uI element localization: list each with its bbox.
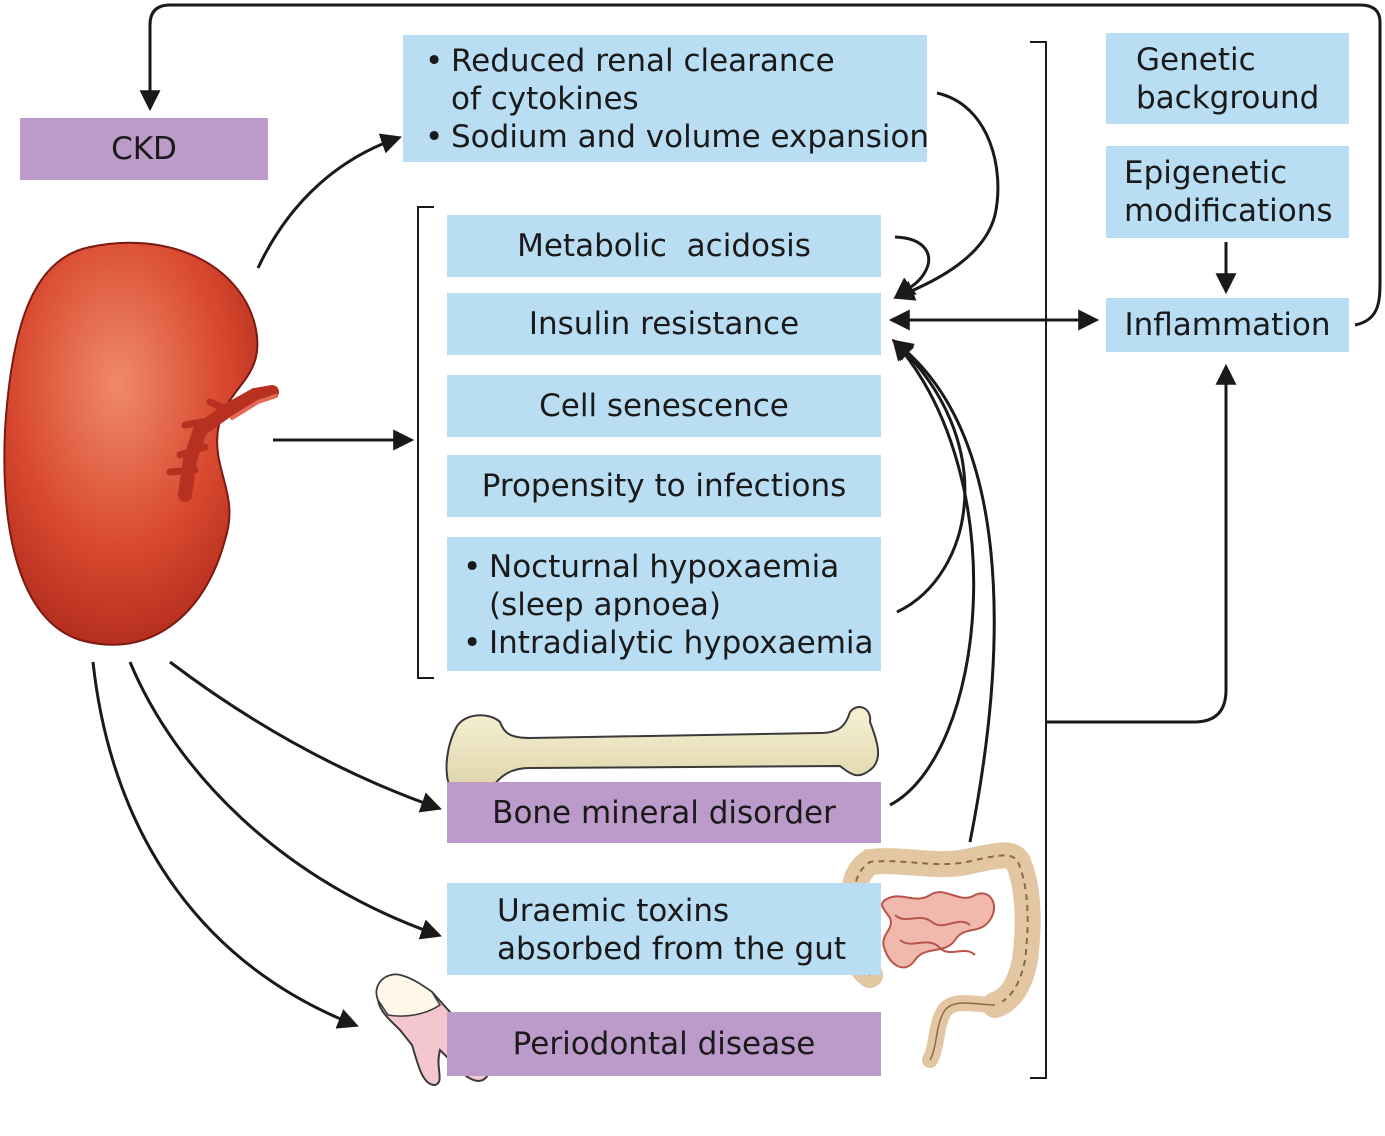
periodontal-label: Periodontal disease	[512, 1026, 816, 1062]
genetic-line-2: background	[1136, 80, 1320, 116]
right-bracket	[1030, 41, 1047, 1079]
metabolic-acidosis-box: Metabolic acidosis	[447, 215, 881, 277]
ckd-label: CKD	[111, 131, 177, 167]
bone-to-insulin-arrow	[889, 338, 976, 807]
hypoxaemia-item-2: Intradialytic hypoxaemia	[463, 624, 881, 662]
epigenetic-line-1: Epigenetic	[1124, 155, 1288, 191]
renal-item-1-line-1: Reduced renal clearance	[425, 42, 927, 80]
kidney-to-bone-arrow	[169, 660, 442, 813]
gut-to-insulin-arrow	[891, 339, 996, 843]
bracket-to-inflammation-arrow	[1046, 363, 1237, 724]
uraemic-line-2: absorbed from the gut	[497, 931, 847, 967]
metabolic-acidosis-label: Metabolic acidosis	[517, 228, 811, 264]
inflammation-label: Inflammation	[1124, 307, 1331, 343]
periodontal-box: Periodontal disease	[447, 1012, 881, 1076]
epigenetic-line-2: modifications	[1124, 193, 1333, 229]
epigenetic-box: Epigenetic modifications	[1106, 146, 1349, 238]
uraemic-line-1: Uraemic toxins	[497, 893, 730, 929]
kidney-to-renal-arrow	[256, 133, 402, 269]
inflammation-box: Inflammation	[1106, 298, 1349, 352]
hypoxaemia-box: Nocturnal hypoxaemia (sleep apnoea) Intr…	[447, 537, 881, 671]
uraemic-toxins-box: Uraemic toxins absorbed from the gut	[447, 883, 881, 975]
renal-clearance-box: Reduced renal clearance of cytokines Sod…	[403, 35, 929, 162]
bone-mineral-box: Bone mineral disorder	[447, 782, 881, 843]
genetic-line-1: Genetic	[1136, 42, 1256, 78]
infections-box: Propensity to infections	[447, 455, 881, 517]
bone-mineral-label: Bone mineral disorder	[492, 794, 836, 831]
cell-senescence-box: Cell senescence	[447, 375, 881, 437]
kidney-to-periodontal-arrow	[91, 661, 359, 1029]
insulin-resistance-box: Insulin resistance	[447, 293, 881, 355]
cell-senescence-label: Cell senescence	[539, 388, 789, 424]
renal-item-2: Sodium and volume expansion	[425, 118, 929, 156]
insulin-resistance-label: Insulin resistance	[528, 306, 800, 342]
renal-item-1-line-2: of cytokines	[451, 81, 639, 117]
acidosis-to-insulin-arrow	[893, 235, 931, 299]
hypoxaemia-to-insulin-arrow	[891, 339, 967, 614]
hypoxaemia-item-1-line-1: Nocturnal hypoxaemia	[463, 548, 881, 586]
ckd-box: CKD	[20, 118, 268, 180]
inflammation-to-ckd-arrow	[139, 3, 1382, 327]
renal-to-insulin-arrow	[893, 91, 1000, 301]
hypoxaemia-item-1-line-2: (sleep apnoea)	[489, 587, 721, 623]
infections-label: Propensity to infections	[481, 468, 847, 504]
kidney-illustration	[3, 241, 279, 646]
factors-bracket	[417, 206, 434, 679]
genetic-background-box: Genetic background	[1106, 33, 1349, 124]
kidney-to-uraemic-arrow	[128, 661, 442, 940]
